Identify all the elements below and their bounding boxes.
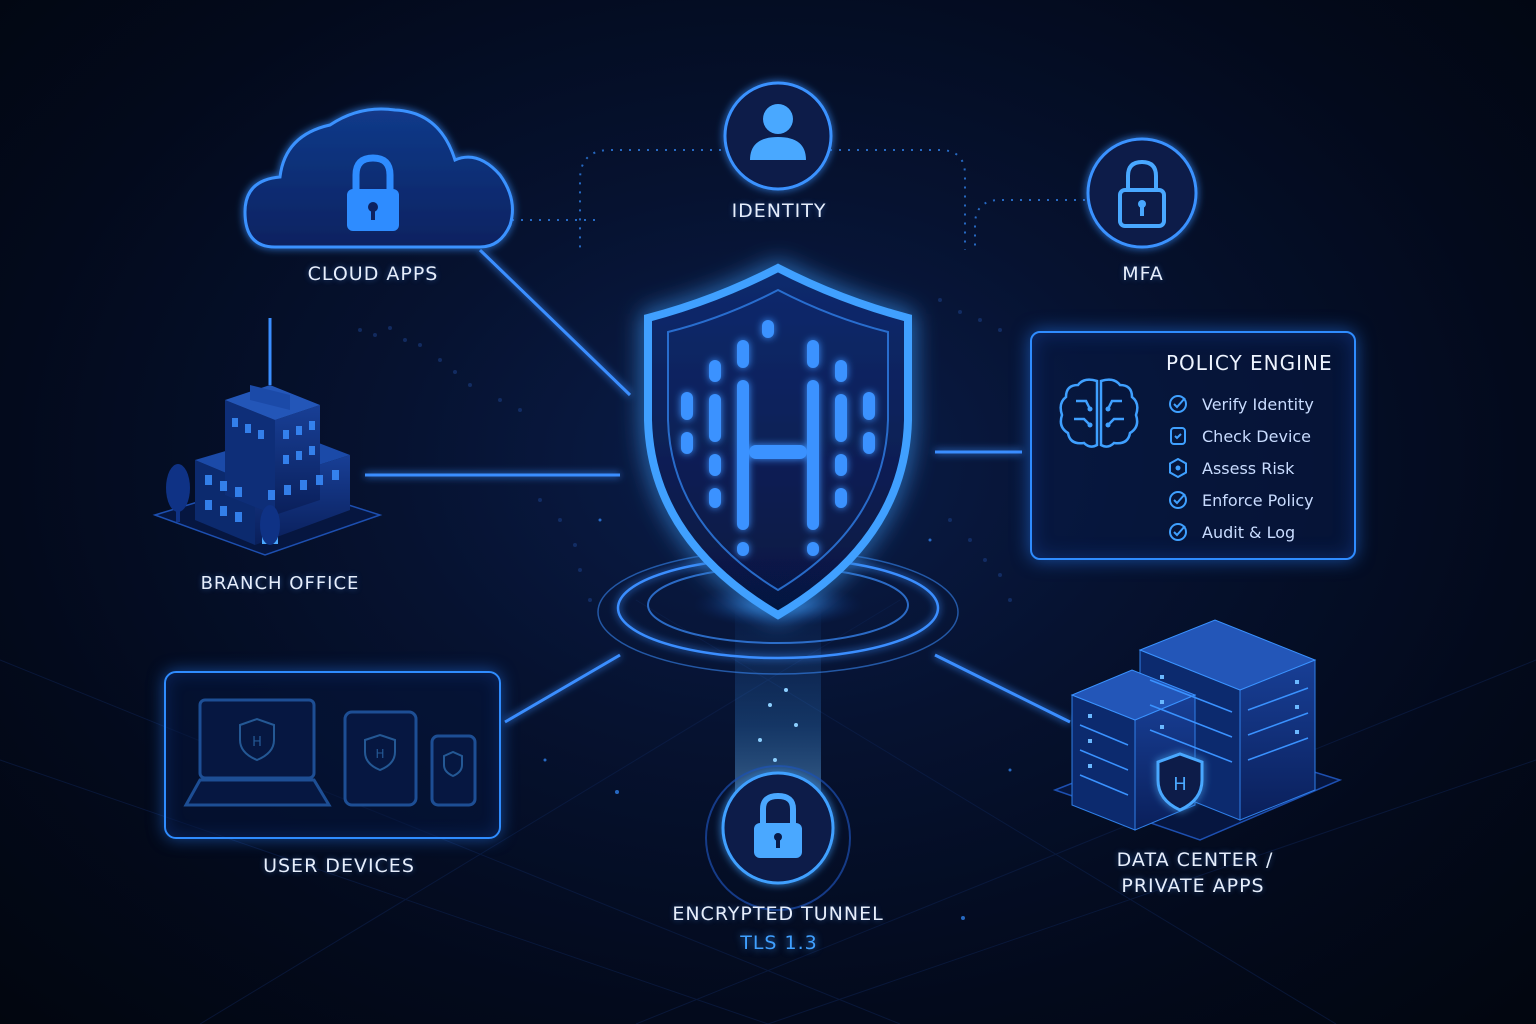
line-hub-to-datacenter — [934, 653, 1071, 724]
policy-item-label: Verify Identity — [1202, 394, 1314, 414]
policy-item-audit-log: Audit & Log — [1168, 519, 1295, 545]
building-icon — [152, 318, 383, 556]
user-devices-panel — [164, 671, 501, 839]
encrypted-tunnel-label: ENCRYPTED TUNNEL — [672, 903, 884, 925]
line-cloud-to-hub — [478, 248, 632, 397]
check-circle-icon — [1169, 491, 1187, 509]
policy-item-label: Assess Risk — [1202, 458, 1295, 478]
world-map-dots — [358, 298, 1012, 602]
risk-hexagon-icon — [1169, 458, 1187, 478]
check-circle-icon — [1169, 395, 1187, 413]
svg-text:H: H — [1173, 774, 1187, 795]
policy-engine-panel: POLICY ENGINE Verify Identity Check Devi… — [1030, 331, 1356, 560]
device-check-icon — [1170, 427, 1186, 445]
cloud-lock-icon — [243, 107, 514, 249]
policy-item-assess-risk: Assess Risk — [1168, 455, 1294, 481]
data-center-label-line2: PRIVATE APPS — [1121, 875, 1265, 897]
branch-office-label: BRANCH OFFICE — [200, 573, 360, 594]
dotted-connectors — [512, 149, 1085, 250]
cloud-apps-label: CLOUD APPS — [307, 263, 439, 285]
policy-item-verify-identity: Verify Identity — [1168, 391, 1314, 417]
server-rack-icon: H — [1052, 619, 1343, 841]
shield-logo-icon — [644, 263, 912, 620]
data-center-label-line1: DATA CENTER / — [1116, 849, 1274, 871]
policy-item-label: Enforce Policy — [1202, 490, 1314, 510]
brain-icon — [1059, 378, 1139, 448]
tunnel-protocol-label: TLS 1.3 — [740, 932, 818, 954]
tunnel-lock-icon — [705, 765, 851, 911]
mfa-label: MFA — [1122, 263, 1164, 285]
policy-item-label: Audit & Log — [1202, 522, 1296, 542]
policy-item-enforce-policy: Enforce Policy — [1168, 487, 1314, 513]
lock-icon — [1086, 137, 1198, 249]
policy-engine-title: POLICY ENGINE — [1166, 351, 1333, 375]
identity-label: IDENTITY — [731, 200, 827, 222]
connector-lines — [365, 248, 1071, 724]
policy-item-check-device: Check Device — [1168, 423, 1311, 449]
line-devices-to-hub — [504, 653, 621, 724]
glow-particles — [543, 518, 1012, 920]
floor-grid — [0, 599, 1536, 1024]
user-icon — [723, 81, 833, 191]
user-devices-label: USER DEVICES — [263, 855, 415, 877]
check-circle-icon — [1169, 523, 1187, 541]
policy-item-label: Check Device — [1202, 426, 1312, 446]
